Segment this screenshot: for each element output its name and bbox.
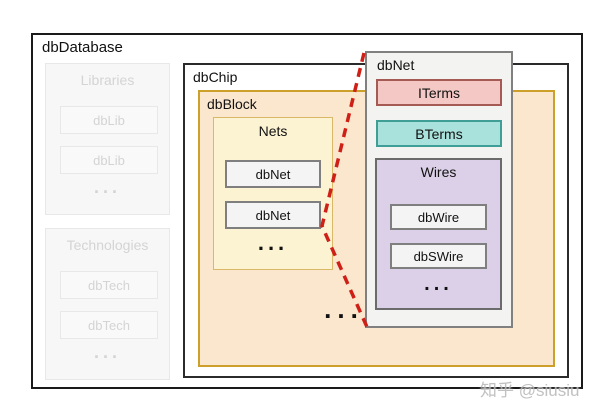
wires-container xyxy=(375,158,502,310)
wires-title: Wires xyxy=(420,164,457,180)
dbdatabase-label: dbDatabase xyxy=(42,39,123,56)
dbnet-box: dbNet xyxy=(225,201,321,229)
technologies-group: Technologies dbTech dbTech ... xyxy=(45,228,170,380)
dbblock-ellipsis: ... xyxy=(324,294,364,324)
iterms-box: ITerms xyxy=(376,79,502,106)
dblib-box: dbLib xyxy=(60,106,158,134)
dbswire-box: dbSWire xyxy=(390,243,487,269)
dbchip-label: dbChip xyxy=(193,69,238,85)
dbtech-box: dbTech xyxy=(60,271,158,299)
dbwire-box: dbWire xyxy=(390,204,487,230)
dbtech-box: dbTech xyxy=(60,311,158,339)
technologies-ellipsis: ... xyxy=(93,342,121,362)
libraries-title: Libraries xyxy=(80,72,135,88)
dbnet-box: dbNet xyxy=(225,160,321,188)
zhihu-watermark: 知乎 @siusiu xyxy=(480,381,580,400)
libraries-group: Libraries dbLib dbLib ... xyxy=(45,63,170,215)
wires-ellipsis: ... xyxy=(424,273,453,295)
bterms-box: BTerms xyxy=(376,120,502,147)
dbnet-detail-label: dbNet xyxy=(377,57,415,73)
nets-ellipsis: ... xyxy=(257,230,289,255)
technologies-title: Technologies xyxy=(66,237,149,253)
dblib-box: dbLib xyxy=(60,146,158,174)
nets-title: Nets xyxy=(258,123,288,139)
dbblock-label: dbBlock xyxy=(207,96,257,112)
libraries-ellipsis: ... xyxy=(93,177,121,197)
